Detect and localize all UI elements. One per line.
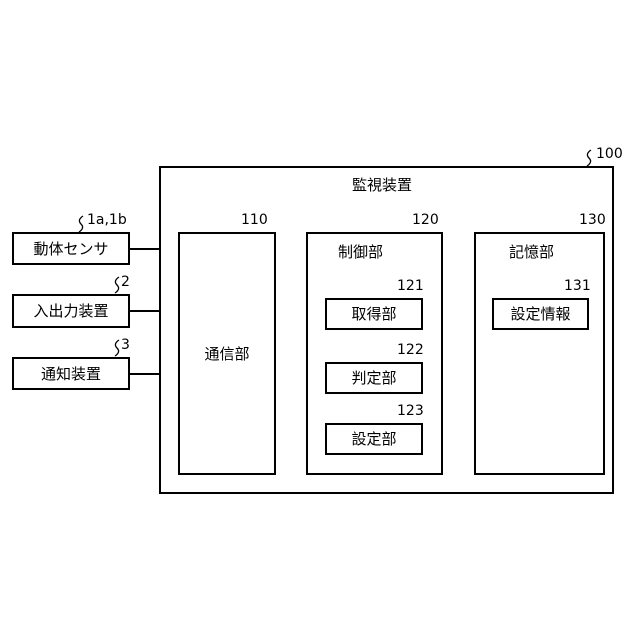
- setting-unit-ref: 123: [397, 403, 424, 419]
- motion-sensor-label: 動体センサ: [33, 240, 108, 258]
- setting-info-label: 設定情報: [510, 305, 570, 323]
- notification-device-label: 通知装置: [41, 365, 101, 383]
- io-device-label: 入出力装置: [33, 302, 108, 320]
- acquisition-unit-label: 取得部: [351, 305, 396, 323]
- leader-100: [587, 150, 591, 166]
- io-device-box: 入出力装置: [12, 294, 130, 328]
- acquisition-unit-box: 取得部: [325, 298, 423, 330]
- acquisition-unit-ref: 121: [397, 278, 424, 294]
- control-unit-label: 制御部: [338, 243, 383, 261]
- storage-unit-box: [474, 232, 605, 475]
- monitoring-device-ref: 100: [596, 146, 623, 162]
- comm-unit-label: 通信部: [204, 345, 249, 363]
- storage-unit-label: 記憶部: [509, 243, 554, 261]
- leader-2: [115, 277, 119, 293]
- storage-unit-ref: 130: [579, 212, 606, 228]
- control-unit-ref: 120: [412, 212, 439, 228]
- judgment-unit-box: 判定部: [325, 362, 423, 394]
- monitoring-device-title: 監視装置: [352, 176, 412, 194]
- setting-unit-label: 設定部: [351, 430, 396, 448]
- leader-1a1b: [79, 216, 83, 232]
- notification-device-ref: 3: [121, 337, 130, 353]
- comm-unit-ref: 110: [241, 212, 268, 228]
- leader-3: [115, 340, 119, 356]
- notification-device-box: 通知装置: [12, 357, 130, 390]
- judgment-unit-ref: 122: [397, 342, 424, 358]
- motion-sensor-ref: 1a,1b: [87, 212, 127, 228]
- setting-info-ref: 131: [564, 278, 591, 294]
- setting-info-box: 設定情報: [492, 298, 589, 330]
- judgment-unit-label: 判定部: [351, 369, 396, 387]
- setting-unit-box: 設定部: [325, 423, 423, 455]
- comm-unit-box: 通信部: [178, 232, 276, 475]
- motion-sensor-box: 動体センサ: [12, 232, 130, 265]
- io-device-ref: 2: [121, 274, 130, 290]
